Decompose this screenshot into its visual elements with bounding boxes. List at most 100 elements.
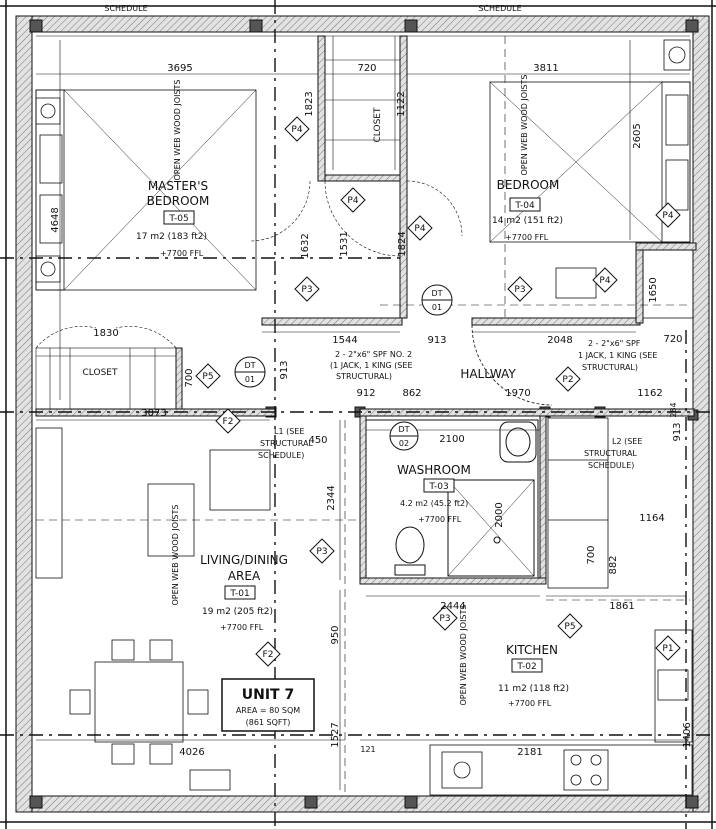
dim-450: 450 xyxy=(308,435,327,446)
marker-p4-b: P4 xyxy=(347,196,358,206)
dim-700-a: 700 xyxy=(184,368,195,387)
dim-2000: 2000 xyxy=(494,502,505,527)
l1-note-2: STRUCTURAL xyxy=(260,439,313,448)
unit-area-sqft: (861 SQFT) xyxy=(246,718,291,727)
marker-p5-b: P5 xyxy=(564,622,575,632)
marker-f2-b: F2 xyxy=(263,650,274,660)
room-labels: MASTER'S BEDROOM T-05 17 m2 (183 ft2) +7… xyxy=(136,178,569,727)
marker-p4-d: P4 xyxy=(599,276,610,286)
l2-note-1: L2 (SEE xyxy=(612,437,642,446)
dim-1823: 1823 xyxy=(304,91,315,116)
joist-note-bedroom: OPEN WEB WOOD JOISTS xyxy=(520,75,529,176)
notes: CLOSET CLOSET SCHEDULE SCHEDULE OPEN WEB… xyxy=(83,4,658,705)
bedroom-tag: T-04 xyxy=(514,201,535,211)
detail-b-top: DT xyxy=(431,289,442,298)
dim-913-c: 913 xyxy=(672,422,683,441)
dim-1861: 1861 xyxy=(609,601,634,612)
upper-closet-shelving xyxy=(249,36,463,257)
marker-p4-c: P4 xyxy=(414,224,425,234)
dim-2181: 2181 xyxy=(517,747,542,758)
upper-closet-label: CLOSET xyxy=(373,107,383,142)
dim-913-b: 913 xyxy=(279,360,290,379)
beam-note-3: STRUCTURAL) xyxy=(336,372,392,381)
dim-2048: 2048 xyxy=(547,335,572,346)
dim-4648: 4648 xyxy=(50,207,61,232)
dim-720-a: 720 xyxy=(357,63,376,74)
l2-note-3: SCHEDULE) xyxy=(588,461,634,470)
kitchen-name: KITCHEN xyxy=(506,643,558,657)
beam-note-2: (1 JACK, 1 KING (SEE xyxy=(330,361,413,370)
left-closet-label: CLOSET xyxy=(83,368,118,378)
l1-note-1: L1 (SEE xyxy=(274,427,304,436)
detail-c-top: DT xyxy=(398,425,409,434)
dim-4026: 4026 xyxy=(179,747,204,758)
master-bedroom-name-1: MASTER'S xyxy=(148,179,208,193)
master-bedroom-tag: T-05 xyxy=(168,214,188,224)
joist-note-kitchen: OPEN WEB WOOD JOISTS xyxy=(459,605,468,706)
detail-b-bottom: 01 xyxy=(432,303,442,312)
master-bedroom-furniture xyxy=(35,89,257,291)
dim-1970: 1970 xyxy=(505,388,530,399)
dim-882: 882 xyxy=(608,555,619,574)
dim-121: 121 xyxy=(360,745,375,754)
dim-3073: 3073 xyxy=(141,408,166,419)
washroom-area: 4.2 m2 (45.2 ft2) xyxy=(400,499,468,508)
dim-1632: 1632 xyxy=(300,233,311,258)
bedroom-furniture xyxy=(471,39,694,406)
dim-2344: 2344 xyxy=(326,485,337,510)
dim-1162: 1162 xyxy=(637,388,662,399)
marker-p3-c: P3 xyxy=(316,547,327,557)
living-ffl: +7700 FFL xyxy=(220,623,264,632)
marker-f2-a: F2 xyxy=(223,417,234,427)
washroom-fixtures xyxy=(365,419,539,579)
dim-720-b: 720 xyxy=(663,334,682,345)
dim-2605: 2605 xyxy=(632,123,643,148)
living-name-1: LIVING/DINING xyxy=(200,553,288,567)
bedroom-name: BEDROOM xyxy=(497,178,560,192)
beam-note-right-2: 1 JACK, 1 KING (SEE xyxy=(578,351,657,360)
beam-note-right-3: STRUCTURAL) xyxy=(582,363,638,372)
washroom-ffl: +7700 FFL xyxy=(418,515,462,524)
dim-1527: 1527 xyxy=(330,722,341,747)
l1-note-3: SCHEDULE) xyxy=(258,451,304,460)
dim-2444: 2444 xyxy=(440,601,465,612)
detail-a-top: DT xyxy=(244,361,255,370)
unit-title: UNIT 7 xyxy=(242,687,294,703)
dim-912: 912 xyxy=(356,388,375,399)
marker-p3-b: P3 xyxy=(514,285,525,295)
beam-note-1: 2 - 2"x6" SPF NO. 2 xyxy=(335,350,412,359)
dimension-texts: 3695 720 3811 1823 1122 2605 4648 1531 1… xyxy=(50,63,693,758)
marker-p4-a: P4 xyxy=(291,125,302,135)
joist-note-living: OPEN WEB WOOD JOISTS xyxy=(171,505,180,606)
markers xyxy=(195,116,681,667)
bedroom-area: 14 m2 (151 ft2) xyxy=(492,216,563,226)
living-name-2: AREA xyxy=(228,569,261,583)
dim-1824: 1824 xyxy=(397,231,408,256)
washroom-name: WASHROOM xyxy=(397,463,471,477)
living-dining-furniture xyxy=(35,427,271,791)
master-bedroom-name-2: BEDROOM xyxy=(147,194,210,208)
kitchen-tag: T-02 xyxy=(516,662,536,672)
detail-c-bottom: 02 xyxy=(399,439,409,448)
dim-284: 284 xyxy=(669,402,678,417)
dim-1830: 1830 xyxy=(93,328,118,339)
dim-1531: 1531 xyxy=(339,231,350,256)
marker-p5-a: P5 xyxy=(202,372,213,382)
dim-3695: 3695 xyxy=(167,63,192,74)
living-area: 19 m2 (205 ft2) xyxy=(202,607,273,617)
kitchen-area: 11 m2 (118 ft2) xyxy=(498,684,569,694)
dim-1544: 1544 xyxy=(332,335,357,346)
marker-p3-d: P3 xyxy=(439,614,450,624)
left-closet xyxy=(35,326,177,410)
dim-862: 862 xyxy=(402,388,421,399)
bedroom-ffl: +7700 FFL xyxy=(505,233,549,242)
detail-a-bottom: 01 xyxy=(245,375,255,384)
marker-p1: P1 xyxy=(662,644,673,654)
beam-note-right-1: 2 - 2"x6" SPF xyxy=(588,339,641,348)
joist-note-master: OPEN WEB WOOD JOISTS xyxy=(173,80,182,181)
dim-2100: 2100 xyxy=(439,434,464,445)
unit-area: AREA = 80 SQM xyxy=(236,706,300,715)
